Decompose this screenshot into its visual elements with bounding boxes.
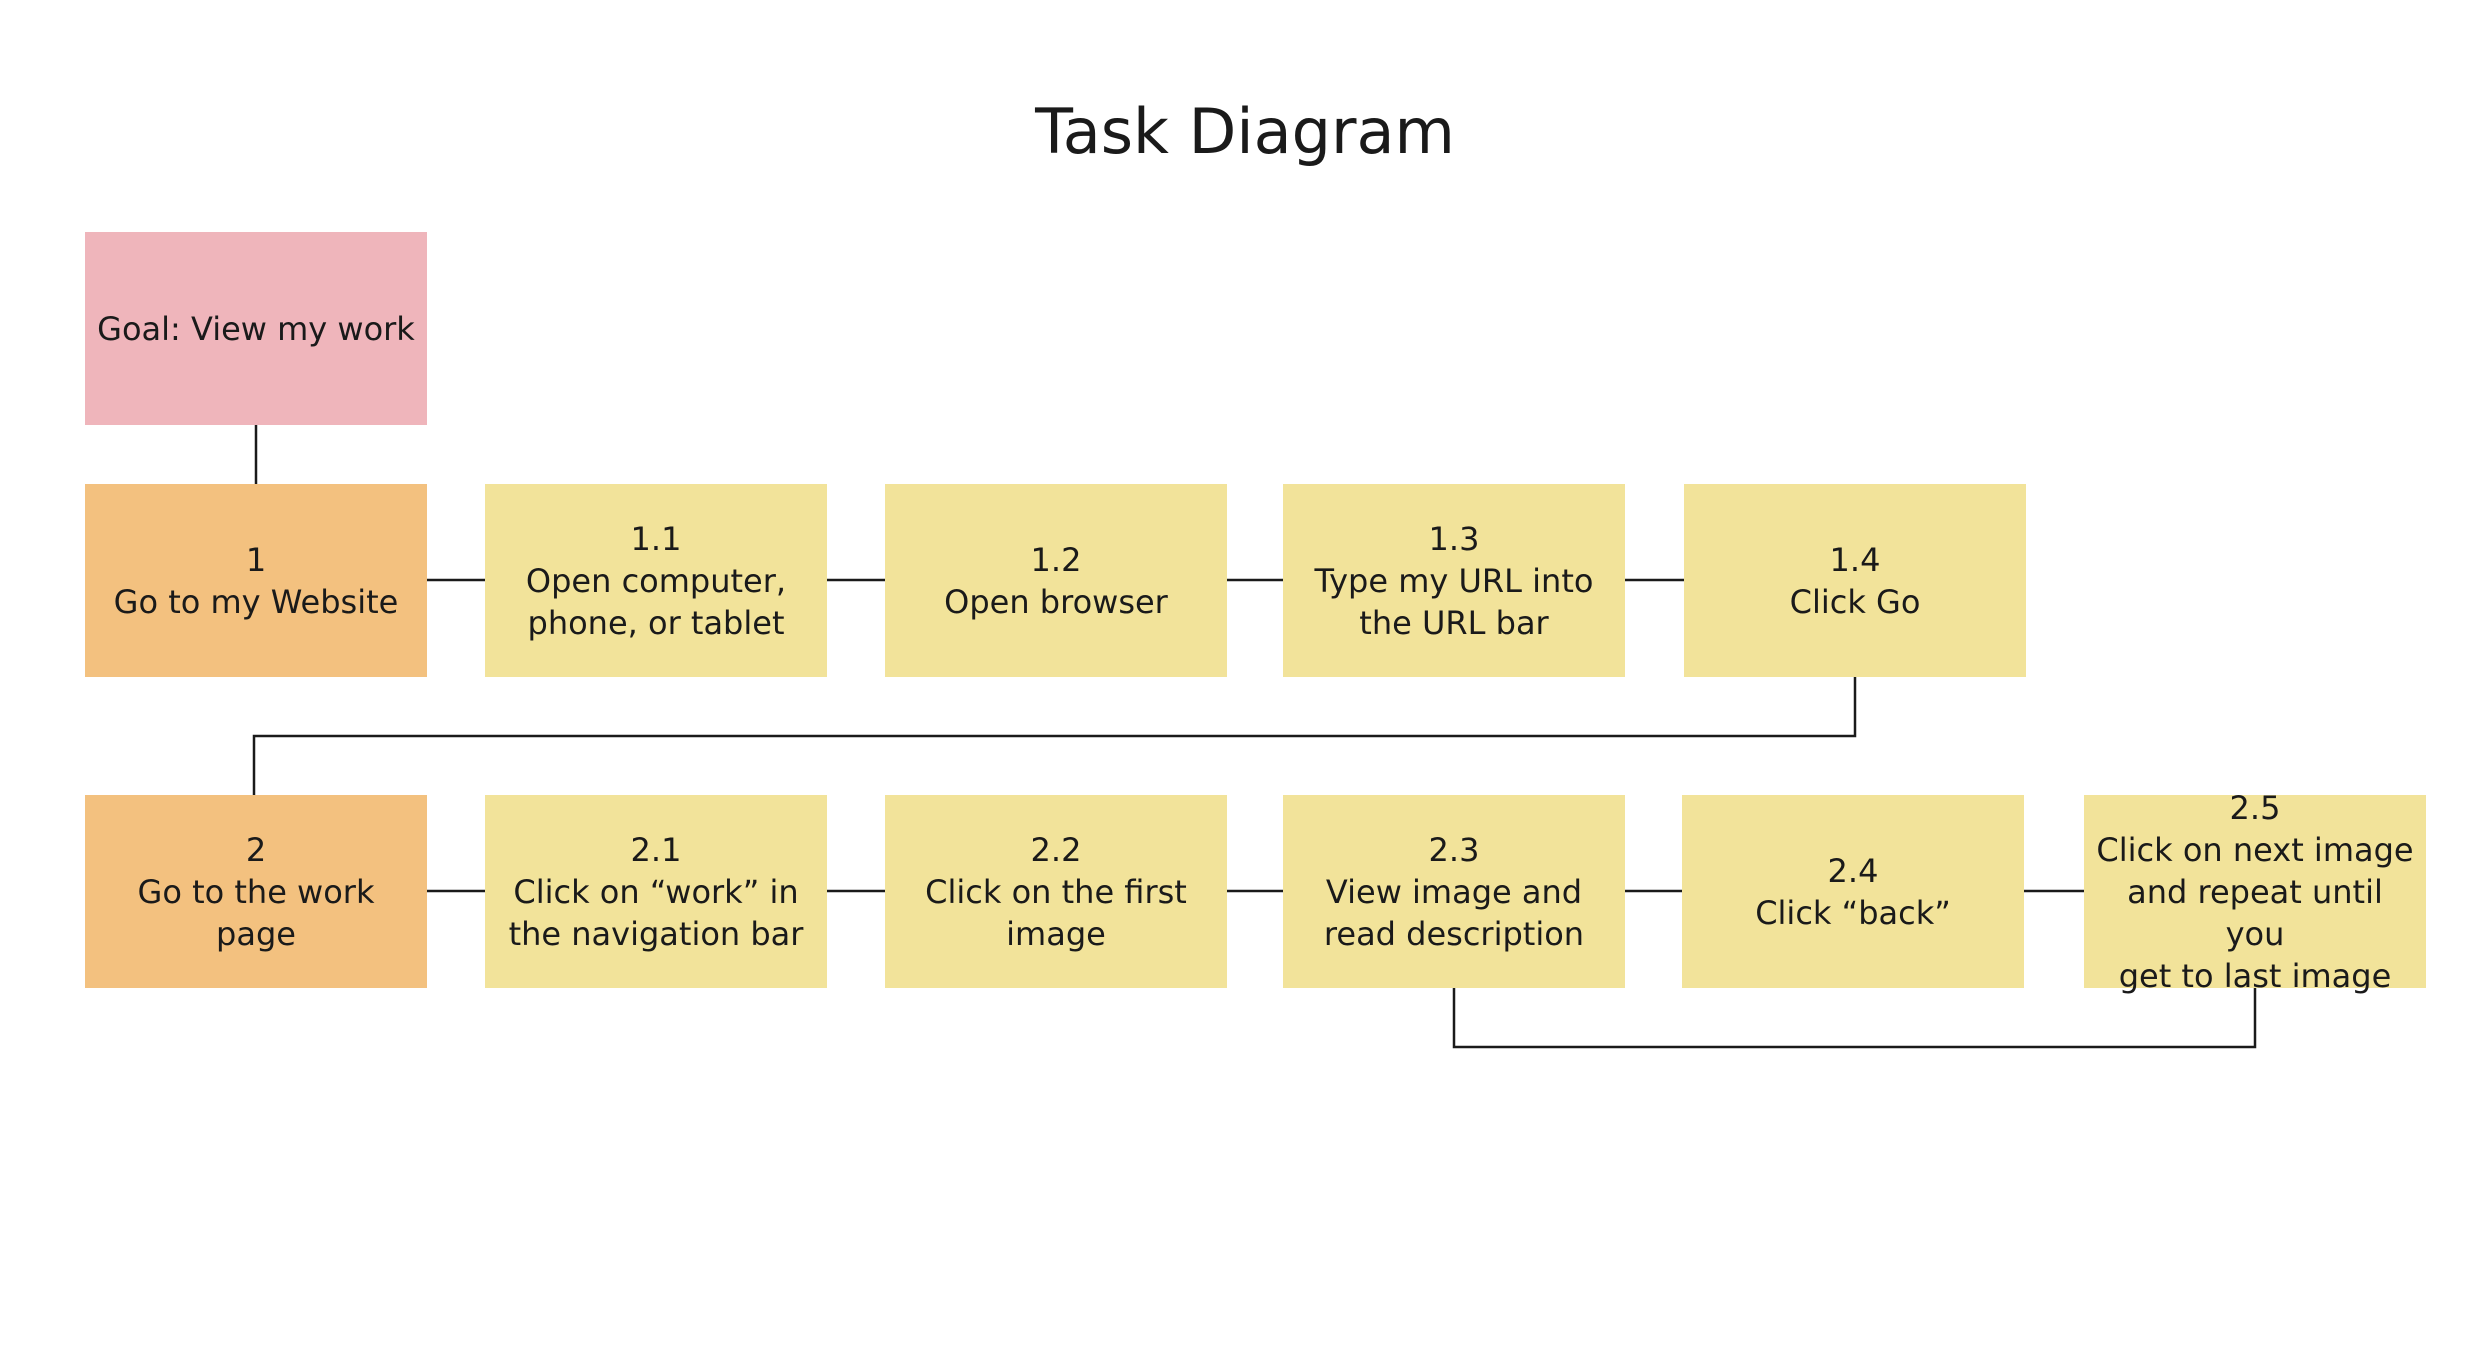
task-label: Go to the work page <box>137 872 375 953</box>
step-1-4-box: 1.4 Click Go <box>1684 484 2026 677</box>
goal-label: Goal: View my work <box>97 309 415 348</box>
step-number: 2.2 <box>1030 830 1082 869</box>
step-text-line: Click on “work” in <box>513 872 799 911</box>
step-1-2-box: 1.2 Open browser <box>885 484 1227 677</box>
step-text-line: phone, or tablet <box>527 603 785 642</box>
step-text-line: the URL bar <box>1359 603 1549 642</box>
step-2-2-box: 2.2 Click on the first image <box>885 795 1227 988</box>
step-text-line: Click on the first <box>925 872 1187 911</box>
goal-box: Goal: View my work <box>85 232 427 425</box>
step-text-line: Click Go <box>1789 582 1921 621</box>
step-text-line: get to last image <box>2118 956 2392 995</box>
step-text-line: Type my URL into <box>1314 561 1594 600</box>
step-number: 2.1 <box>630 830 682 869</box>
step-number: 2.3 <box>1428 830 1480 869</box>
connector-1-4-to-task2 <box>252 677 1857 795</box>
step-text-line: Open computer, <box>525 561 787 600</box>
step-1-1-box: 1.1 Open computer, phone, or tablet <box>485 484 827 677</box>
step-2-4-box: 2.4 Click “back” <box>1682 795 2024 988</box>
step-text-line: Click on next image <box>2096 830 2414 869</box>
step-number: 1.1 <box>630 519 682 558</box>
task-label: Go to my Website <box>113 582 399 621</box>
step-text-line: and repeat until you <box>2127 872 2383 953</box>
step-text-line: image <box>1006 914 1106 953</box>
step-text-line: Click “back” <box>1755 893 1951 932</box>
step-text-line: the navigation bar <box>508 914 804 953</box>
step-number: 1.2 <box>1030 540 1082 579</box>
step-text-line: Open browser <box>944 582 1168 621</box>
task-2-box: 2 Go to the work page <box>85 795 427 988</box>
step-text-line: View image and <box>1325 872 1583 911</box>
step-2-1-box: 2.1 Click on “work” in the navigation ba… <box>485 795 827 988</box>
step-1-3-box: 1.3 Type my URL into the URL bar <box>1283 484 1625 677</box>
task-number: 1 <box>245 540 267 579</box>
step-number: 1.4 <box>1829 540 1881 579</box>
step-number: 2.4 <box>1827 851 1879 890</box>
task-1-box: 1 Go to my Website <box>85 484 427 677</box>
diagram-title: Task Diagram <box>1035 95 1455 168</box>
connector-loop-2-5-to-2-3 <box>1452 988 2257 1049</box>
step-number: 1.3 <box>1428 519 1480 558</box>
step-text-line: read description <box>1323 914 1585 953</box>
step-2-5-box: 2.5 Click on next image and repeat until… <box>2084 789 2426 995</box>
task-number: 2 <box>245 830 267 869</box>
step-2-3-box: 2.3 View image and read description <box>1283 795 1625 988</box>
step-number: 2.5 <box>2229 788 2281 827</box>
